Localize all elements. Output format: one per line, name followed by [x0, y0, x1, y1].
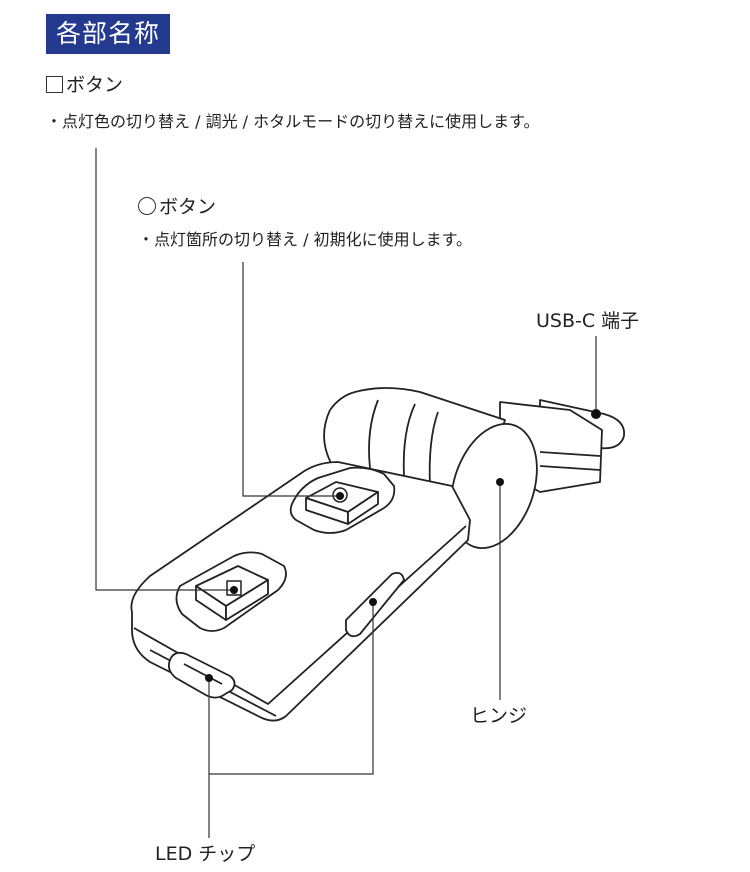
- circle-button-leader: [242, 262, 340, 497]
- square-outline-icon: [46, 76, 63, 93]
- led-secondary-leader: [209, 602, 374, 775]
- led-dot: [205, 674, 213, 682]
- side-led-dot: [369, 598, 377, 606]
- hinge-dot: [496, 478, 504, 486]
- square-button-dot: [230, 586, 238, 594]
- usbc-dot: [591, 409, 601, 419]
- circle-button[interactable]: [289, 466, 396, 534]
- led-callout-label: LED チップ: [155, 843, 256, 865]
- circle-symbol-icon: [332, 487, 348, 503]
- square-button-leader: [95, 148, 234, 591]
- page-title: 各部名称: [46, 14, 171, 54]
- square-symbol-icon: [226, 580, 242, 596]
- circle-button-label: ボタン: [159, 196, 217, 218]
- usbc-callout-label: USB-C 端子: [536, 310, 640, 332]
- circle-outline-icon: [138, 197, 156, 215]
- led-chip: [167, 651, 236, 699]
- circle-button-heading: ボタン: [138, 196, 216, 218]
- circle-button-dot: [336, 492, 344, 500]
- hinge: [323, 387, 538, 550]
- device-body: [130, 461, 471, 722]
- hinge-callout-label: ヒンジ: [470, 705, 528, 727]
- circle-button-description: ・点灯箇所の切り替え / 初期化に使用します。: [138, 230, 472, 249]
- square-button-label: ボタン: [66, 74, 124, 96]
- square-button-description: ・点灯色の切り替え / 調光 / ホタルモードの切り替えに使用します。: [46, 112, 540, 131]
- square-button-heading: ボタン: [46, 74, 123, 96]
